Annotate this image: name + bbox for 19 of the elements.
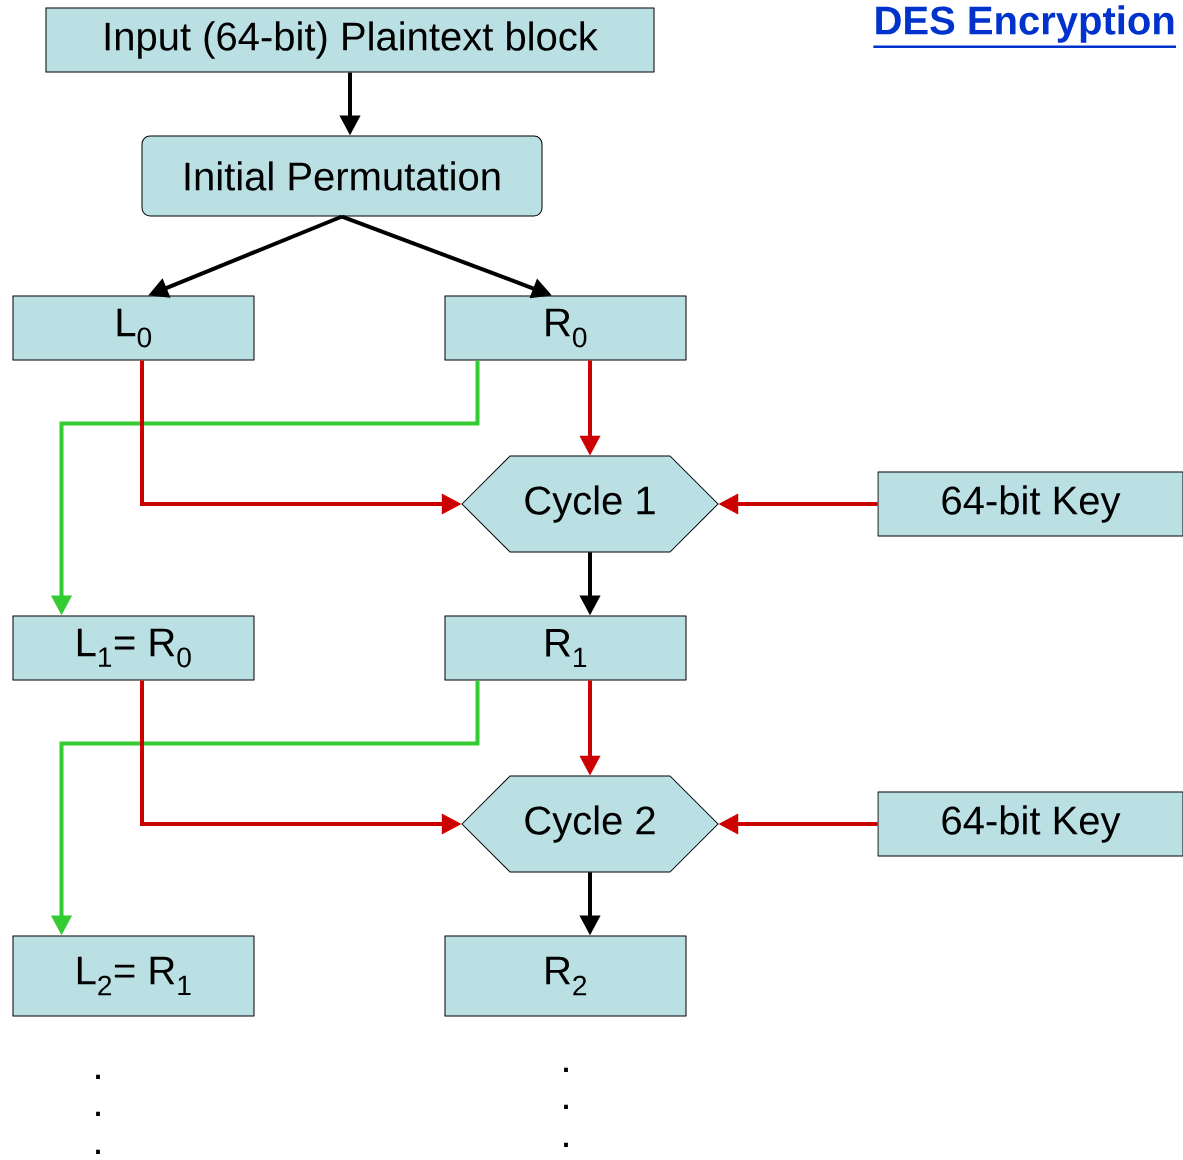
process-box: L$_{0}$ xyxy=(12,295,255,361)
process-box: L$_{1}$= R$_{0}$ xyxy=(12,615,255,681)
continuation-dot: . xyxy=(564,1067,568,1072)
process-box: Input (64-bit) Plaintext block xyxy=(45,7,655,73)
continuation-dot: . xyxy=(564,1142,568,1147)
continuation-dot: . xyxy=(96,1149,100,1154)
process-box: R$_{0}$ xyxy=(444,295,687,361)
continuation-dot: . xyxy=(96,1074,100,1079)
continuation-dot: . xyxy=(564,1104,568,1109)
process-box: L$_{2}$= R$_{1}$ xyxy=(12,935,255,1017)
process-box: Initial Permutation xyxy=(141,135,543,217)
process-box: R$_{2}$ xyxy=(444,935,687,1017)
continuation-dot: . xyxy=(96,1111,100,1116)
cycle-hexagon: Cycle 1 xyxy=(461,455,719,553)
cycle-hexagon: Cycle 2 xyxy=(461,775,719,873)
process-box: R$_{1}$ xyxy=(444,615,687,681)
process-box: 64-bit Key xyxy=(877,791,1183,857)
title: DES Encryption xyxy=(873,5,1176,49)
process-box: 64-bit Key xyxy=(877,471,1183,537)
